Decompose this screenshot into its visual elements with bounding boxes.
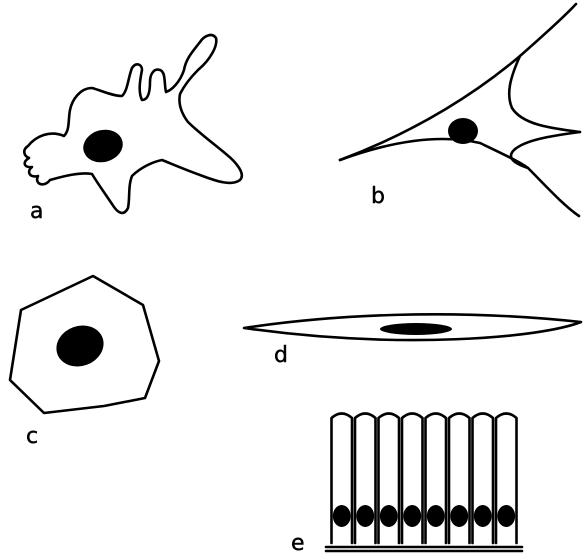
- label-b: b: [371, 184, 385, 209]
- columnar-cell: [332, 414, 353, 544]
- columnar-cell: [449, 414, 470, 544]
- label-d: d: [274, 343, 288, 368]
- columnar-cell: [402, 414, 423, 544]
- columnar-cell-nucleus: [333, 505, 351, 527]
- label-e: e: [291, 531, 305, 554]
- columnar-cell: [379, 414, 400, 544]
- columnar-cell-nucleus: [403, 505, 421, 527]
- polygonal-cell: c: [10, 276, 159, 449]
- spindle-cell: d: [244, 314, 581, 368]
- stellate-cell: b: [340, 4, 580, 216]
- polygonal-cell-nucleus: [51, 319, 110, 373]
- label-c: c: [26, 424, 38, 449]
- columnar-cell-nucleus: [356, 505, 374, 527]
- columnar-cell: [355, 414, 376, 544]
- columnar-cell-nucleus: [427, 505, 445, 527]
- spindle-cell-nucleus: [380, 323, 452, 335]
- stellate-cell-nucleus: [448, 118, 478, 144]
- columnar-cell-nucleus: [497, 505, 515, 527]
- stellate-cell-right-process: [509, 56, 580, 132]
- columnar-epithelium: e: [291, 414, 522, 554]
- columnar-cell-nucleus: [380, 505, 398, 527]
- label-a: a: [30, 199, 43, 224]
- columnar-cell: [426, 414, 447, 544]
- columnar-cell: [496, 414, 517, 544]
- amoeboid-cell: a: [24, 35, 242, 224]
- columnar-cell-nucleus: [450, 505, 468, 527]
- amoeboid-cell-outline: [24, 35, 242, 213]
- columnar-cell: [473, 414, 494, 544]
- amoeboid-cell-nucleus: [80, 125, 127, 166]
- columnar-cell-nucleus: [474, 505, 492, 527]
